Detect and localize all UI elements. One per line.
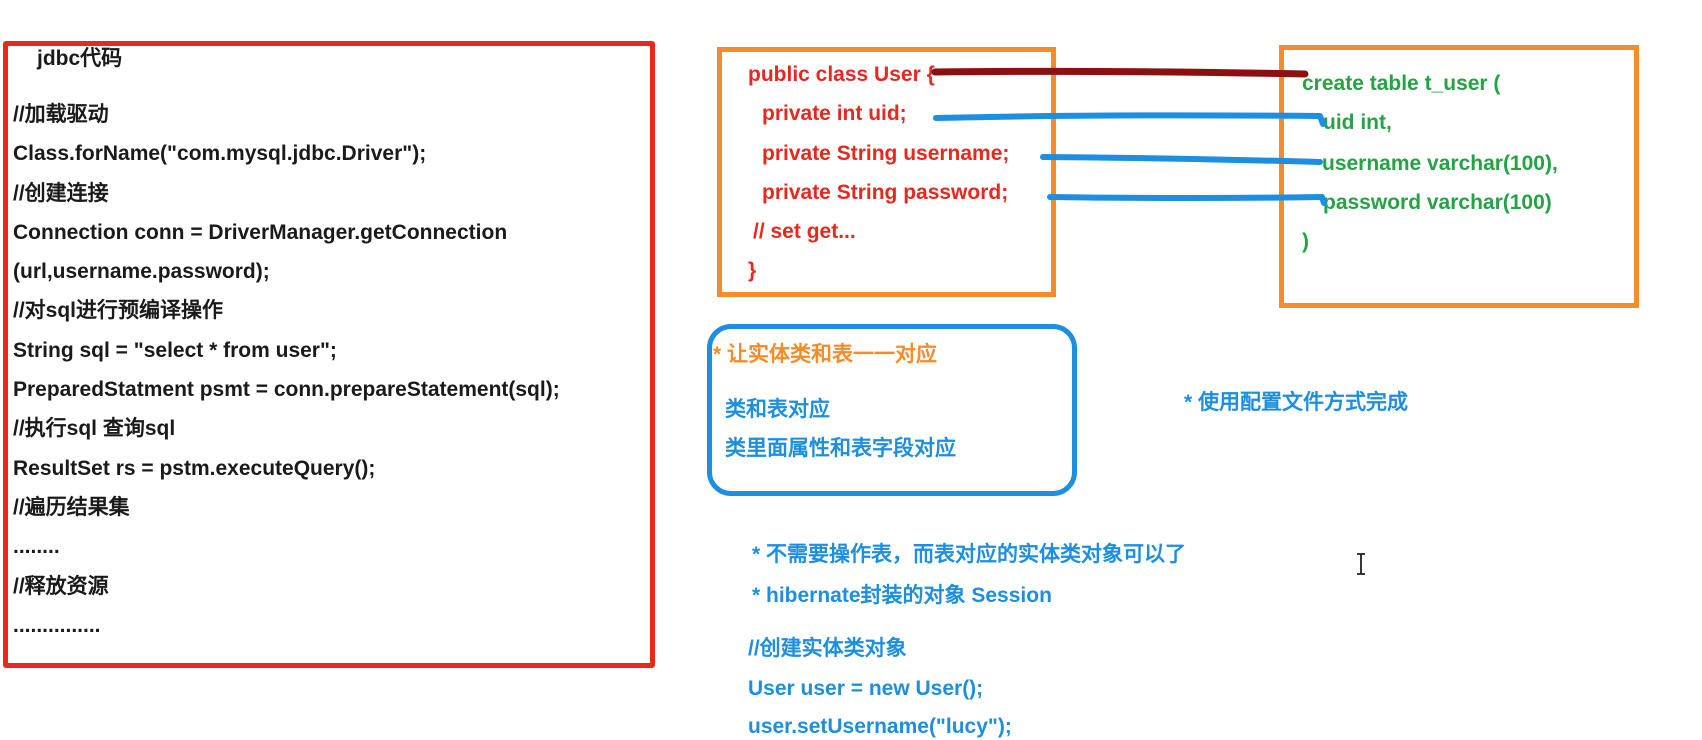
jdbc-code-line: (url,username.password);	[13, 260, 270, 283]
jdbc-code-line: Connection conn = DriverManager.getConne…	[13, 221, 508, 244]
jdbc-comment-release: //释放资源	[13, 575, 109, 598]
code-comment-create-entity: //创建实体类对象	[748, 637, 907, 660]
field-uid: private int uid;	[762, 102, 907, 125]
entity-class-box	[717, 47, 1056, 297]
code-set-username: user.setUsername("lucy");	[748, 715, 1012, 738]
connector-username	[1040, 154, 1323, 165]
config-file-note: * 使用配置文件方式完成	[1184, 391, 1409, 414]
jdbc-comment-iterate: //遍历结果集	[13, 496, 130, 519]
jdbc-comment-create-connection: //创建连接	[13, 182, 109, 205]
jdbc-code-line: PreparedStatment psmt = conn.prepareStat…	[13, 378, 560, 401]
connector-uid	[933, 112, 1326, 127]
note-no-table-operation: * 不需要操作表，而表对应的实体类对象可以了	[752, 543, 1187, 566]
connector-password	[1047, 194, 1327, 206]
jdbc-comment-precompile: //对sql进行预编译操作	[13, 299, 224, 322]
field-username: private String username;	[762, 142, 1010, 165]
mapping-heading: * 让实体类和表一一对应	[713, 343, 938, 366]
getter-setter-comment: // set get...	[753, 220, 856, 243]
mapping-attr-field: 类里面属性和表字段对应	[725, 437, 956, 460]
jdbc-comment-load-driver: //加载驱动	[13, 103, 109, 126]
sql-table-box	[1279, 45, 1639, 308]
jdbc-title: jdbc代码	[37, 47, 123, 70]
jdbc-code-line: ResultSet rs = pstm.executeQuery();	[13, 457, 376, 480]
connector-class-to-table	[931, 67, 1309, 78]
column-password: password varchar(100)	[1323, 191, 1552, 214]
column-uid: uid int,	[1323, 111, 1392, 134]
field-password: private String password;	[762, 181, 1009, 204]
class-declaration: public class User {	[748, 63, 935, 86]
jdbc-comment-execute: //执行sql 查询sql	[13, 417, 176, 440]
text-cursor-icon	[1357, 553, 1365, 575]
note-session: * hibernate封装的对象 Session	[752, 584, 1052, 607]
create-table-statement: create table t_user (	[1302, 72, 1501, 95]
jdbc-code-panel	[3, 41, 655, 668]
jdbc-code-line: Class.forName("com.mysql.jdbc.Driver");	[13, 142, 427, 165]
jdbc-ellipsis: ...............	[13, 614, 101, 637]
class-closing-brace: }	[748, 259, 757, 282]
jdbc-ellipsis: ........	[13, 535, 60, 558]
jdbc-code-line: String sql = "select * from user";	[13, 339, 337, 362]
mapping-class-table: 类和表对应	[725, 398, 830, 421]
column-username: username varchar(100),	[1322, 152, 1558, 175]
mapping-box	[707, 324, 1077, 496]
table-closing-paren: )	[1302, 230, 1309, 253]
code-new-user: User user = new User();	[748, 677, 984, 700]
